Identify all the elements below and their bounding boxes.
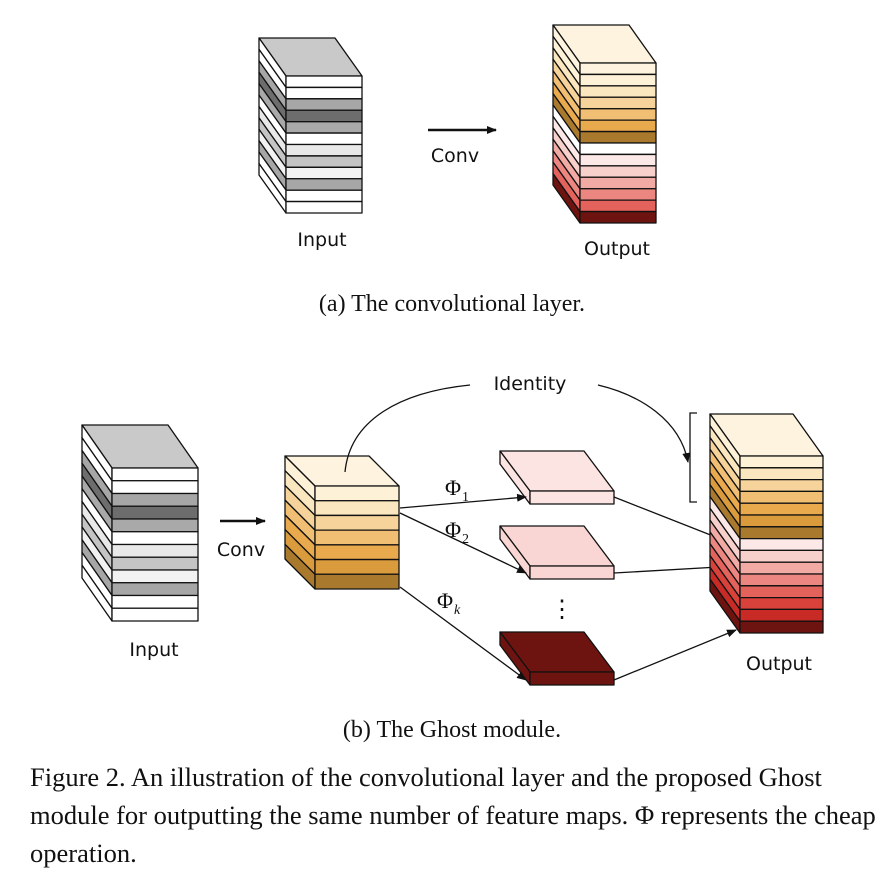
tensor-front-strip xyxy=(111,531,199,546)
phi-label-1: Φ 1 xyxy=(445,475,469,505)
figure-caption: Figure 2. An illustration of the convolu… xyxy=(30,762,876,868)
tensor-front-strip xyxy=(739,514,824,528)
tensor-front-strip xyxy=(314,514,400,531)
tensor-front-strip xyxy=(739,620,824,634)
tensor-front-strip xyxy=(111,505,199,520)
conv-label-a: Conv xyxy=(431,145,479,167)
tensor-front-strip xyxy=(314,558,400,575)
intrinsic-feature-maps xyxy=(284,455,400,590)
tensor-front-strip xyxy=(739,537,824,552)
slab-front-face xyxy=(529,565,615,580)
tensor-front-strip xyxy=(111,467,199,482)
ellipsis: ⋮ xyxy=(550,597,574,623)
tensor-front-strip xyxy=(579,188,657,201)
tensor-front-strip xyxy=(314,485,400,502)
tensor-front-strip xyxy=(739,561,824,575)
ghost-map-k xyxy=(499,631,615,686)
tensor-front-strip xyxy=(285,75,363,89)
output-tensor-b xyxy=(709,413,824,634)
tensor-front-strip xyxy=(111,594,199,609)
tensor-front-strip xyxy=(111,492,199,507)
phi-label-2: Φ 2 xyxy=(445,517,469,547)
input-label-a: Input xyxy=(297,229,346,251)
tensor-front-strip xyxy=(579,142,657,156)
svg-text:Φ: Φ xyxy=(437,588,453,613)
phi-label-k: Φ k xyxy=(437,588,461,618)
tensor-front-strip xyxy=(739,608,824,622)
tensor-front-strip xyxy=(579,130,657,144)
svg-text:Φ: Φ xyxy=(445,517,461,542)
tensor-front-strip xyxy=(739,502,824,516)
tensor-front-strip xyxy=(739,573,824,587)
figure-diagram: Conv Input Output (a) The convolutional … xyxy=(81,24,824,743)
output-tensor-a xyxy=(552,24,657,224)
tensor-front-strip xyxy=(111,582,199,597)
subcaption-a: (a) The convolutional layer. xyxy=(319,291,585,317)
tensor-front-strip xyxy=(579,96,657,110)
output-label-a: Output xyxy=(584,238,650,260)
input-tensor-b xyxy=(81,424,199,622)
tensor-front-strip xyxy=(739,490,824,504)
tensor-front-strip xyxy=(111,556,199,571)
subcaption-b: (b) The Ghost module. xyxy=(343,717,561,743)
ghost-map-2 xyxy=(499,525,615,580)
tensor-front-strip xyxy=(739,467,824,481)
tensor-front-strip xyxy=(111,569,199,584)
svg-text:1: 1 xyxy=(462,490,469,505)
tensor-front-strip xyxy=(111,543,199,558)
tensor-front-strip xyxy=(111,480,199,495)
slab-front-face xyxy=(529,671,615,686)
identity-connection xyxy=(344,384,697,503)
tensor-front-strip xyxy=(579,62,657,76)
tensor-front-strip xyxy=(285,178,363,191)
ghost-map-1 xyxy=(499,450,615,505)
tensor-front-strip xyxy=(314,529,400,546)
input-tensor-a xyxy=(258,37,363,214)
tensor-front-strip xyxy=(314,500,400,517)
tensor-front-strip xyxy=(739,585,824,599)
tensor-front-strip xyxy=(739,596,824,611)
tensor-front-strip xyxy=(579,210,657,224)
tensor-front-strip xyxy=(285,86,363,100)
tensor-front-strip xyxy=(285,143,363,157)
tensor-front-strip xyxy=(739,455,824,469)
tensor-front-strip xyxy=(285,121,363,134)
tensor-front-strip xyxy=(111,607,199,622)
identity-label: Identity xyxy=(494,373,567,395)
tensor-front-strip xyxy=(739,549,824,563)
slab-front-face xyxy=(529,490,615,505)
cheap-op-arrows xyxy=(399,493,527,681)
tensor-front-strip xyxy=(739,526,824,540)
tensor-front-strip xyxy=(285,189,363,203)
tensor-front-strip xyxy=(579,165,657,178)
tensor-front-strip xyxy=(314,573,400,590)
tensor-front-strip xyxy=(579,153,657,167)
tensor-front-strip xyxy=(579,199,657,213)
svg-text:Φ: Φ xyxy=(445,475,461,500)
tensor-front-strip xyxy=(111,518,199,533)
svg-text:k: k xyxy=(454,603,461,618)
tensor-front-strip xyxy=(285,98,363,111)
tensor-front-strip xyxy=(579,73,657,87)
input-label-b: Input xyxy=(129,639,178,661)
tensor-front-strip xyxy=(285,132,363,146)
tensor-front-strip xyxy=(579,119,657,133)
tensor-front-strip xyxy=(285,200,363,214)
svg-text:2: 2 xyxy=(462,532,469,547)
tensor-front-strip xyxy=(285,166,363,180)
tensor-front-strip xyxy=(579,176,657,190)
tensor-front-strip xyxy=(579,85,657,98)
output-label-b: Output xyxy=(746,653,812,675)
conv-label-b: Conv xyxy=(217,539,265,561)
tensor-front-strip xyxy=(314,544,400,561)
tensor-front-strip xyxy=(285,155,363,168)
tensor-front-strip xyxy=(285,109,363,123)
tensor-front-strip xyxy=(739,478,824,493)
tensor-front-strip xyxy=(579,108,657,121)
